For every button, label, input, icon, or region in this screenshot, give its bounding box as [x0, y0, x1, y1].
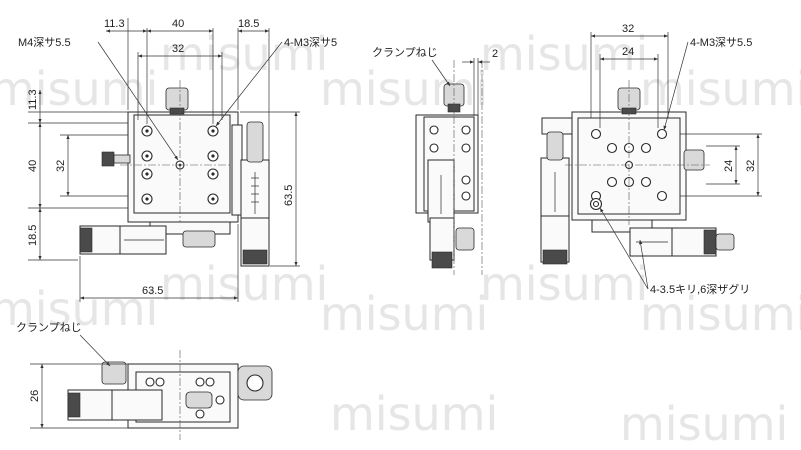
dim-label-63-5-horizontal: 63.5 — [142, 285, 163, 297]
side-hole — [461, 191, 471, 201]
side-hole — [461, 175, 471, 185]
leader-line — [215, 41, 283, 127]
dim-label-24-top: 24 — [622, 46, 634, 58]
hole-dot — [211, 172, 215, 176]
top-knob-collar — [169, 107, 185, 115]
bottom-clamp-screw — [101, 361, 127, 385]
dim-label-63-5-vertical: 63.5 — [283, 185, 295, 206]
callout-clamp-screw-bottom: クランプねじ — [16, 321, 82, 334]
dim-label-26: 26 — [29, 390, 41, 402]
callout-m3-depth-right: 4-M3深サ5.5 — [690, 36, 752, 49]
right-counterbore-hole — [592, 200, 600, 208]
leader-line — [599, 207, 649, 290]
hole-dot — [211, 154, 215, 158]
dim-label-18-5: 18.5 — [238, 18, 259, 30]
watermark: misumi — [640, 287, 801, 341]
right-side-knob — [683, 149, 705, 171]
right-hole — [656, 128, 668, 140]
hole-grid — [141, 125, 219, 205]
hole-dot — [145, 197, 149, 201]
micrometer-knurl — [242, 249, 268, 265]
right-micrometer-spindle — [546, 131, 564, 161]
leader-line — [431, 59, 451, 87]
right-h-knurl — [703, 229, 717, 255]
bottom-hole — [195, 377, 205, 387]
dim-label-11-3-vertical: 11.3 — [27, 89, 39, 110]
watermark: misumi — [640, 62, 801, 116]
bottom-hole — [215, 395, 225, 405]
dim-label-32-right: 32 — [745, 160, 757, 172]
right-hole — [590, 128, 602, 140]
dim-label-24-right: 24 — [723, 160, 735, 172]
watermark: misumi — [0, 62, 158, 116]
bottom-view: クランプねじ 26 — [16, 321, 273, 440]
leader-line — [97, 41, 179, 161]
watermark: misumi — [0, 282, 158, 336]
right-hole — [656, 190, 668, 202]
hole-dot — [211, 197, 215, 201]
micrometer-h-spindle — [182, 230, 216, 248]
dim-label-32-vertical: 32 — [55, 160, 67, 172]
bottom-micrometer-knurl — [67, 392, 81, 418]
side-bracket — [455, 227, 475, 251]
bottom-micrometer-sleeve — [109, 389, 163, 421]
bottom-hole — [145, 377, 155, 387]
bottom-hole — [205, 377, 215, 387]
dim-label-2: 2 — [492, 48, 498, 60]
dim-label-18-5-vertical: 18.5 — [27, 225, 39, 246]
hole-dot — [211, 129, 215, 133]
side-micrometer-knurl — [431, 251, 453, 269]
right-micrometer-knurl — [542, 249, 568, 265]
bottom-knob-hole — [246, 374, 264, 392]
dim-label-40: 40 — [172, 18, 184, 30]
side-hole — [429, 125, 439, 135]
front-view: 11.3 40 18.5 32 M4深サ5.5 4-M3深サ5 11.3 40 … — [18, 18, 337, 302]
right-h-spindle — [715, 233, 735, 251]
dim-label-32-top: 32 — [622, 23, 634, 35]
right-view: 32 24 24 32 4-M3深サ5.5 4-3.5キリ,6深ザグリ — [540, 23, 762, 296]
watermark: misumi — [620, 397, 788, 450]
side-hole — [429, 143, 439, 153]
micrometer-spindle — [246, 121, 264, 163]
side-clamp-knob — [101, 151, 115, 167]
leader-line — [639, 239, 649, 290]
top-knob — [165, 87, 189, 111]
side-view: クランプねじ 2 — [372, 46, 498, 275]
watermark: misumi — [330, 387, 498, 441]
leader-line — [79, 334, 111, 367]
right-hole — [606, 176, 618, 188]
callout-clamp-screw: クランプねじ — [372, 46, 438, 59]
right-hole — [606, 142, 618, 154]
bottom-bracket — [185, 391, 213, 409]
callout-bolt-hole: 4-3.5キリ,6深ザグリ — [650, 282, 750, 296]
hole-dot — [145, 154, 149, 158]
watermark: misumi — [160, 27, 328, 81]
callout-m4-depth: M4深サ5.5 — [18, 36, 71, 49]
bottom-hole — [195, 409, 205, 419]
side-clamp-stem — [113, 154, 131, 164]
bottom-hole — [155, 377, 165, 387]
dim-label-40-vertical: 40 — [27, 160, 39, 172]
watermark: misumi — [480, 257, 648, 311]
micrometer-h-knurl — [79, 227, 93, 253]
callout-m3-depth: 4-M3深サ5 — [284, 36, 337, 49]
leader-line — [663, 41, 689, 131]
hole-dot — [145, 129, 149, 133]
dim-label-32: 32 — [172, 43, 184, 55]
right-hole — [640, 176, 652, 188]
dim-label-11-3: 11.3 — [104, 18, 125, 30]
hole-dot — [145, 172, 149, 176]
side-hole — [461, 125, 471, 135]
watermark: misumi — [320, 287, 488, 341]
right-hole — [640, 142, 652, 154]
side-hole — [461, 143, 471, 153]
